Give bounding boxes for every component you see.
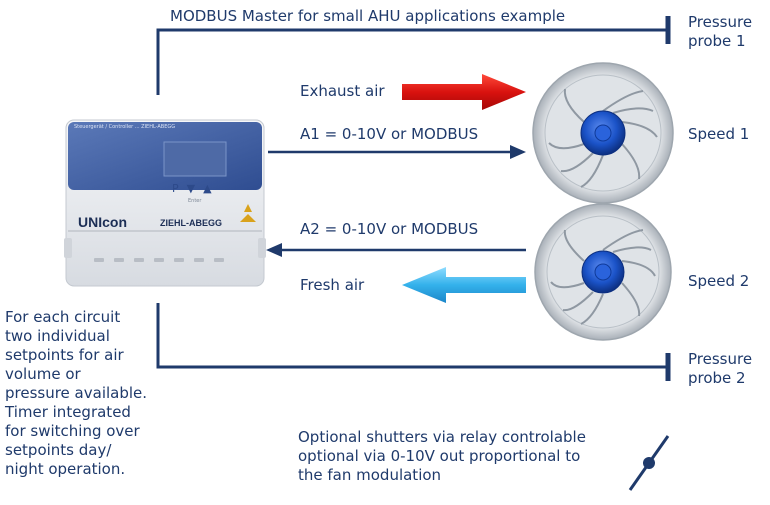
pressure-probe-1-label: Pressure probe 1 [688,13,752,51]
a1-label: A1 = 0-10V or MODBUS [300,125,479,143]
probe-2-line-2: probe 2 [688,369,746,387]
exhaust-air-arrow [402,74,526,110]
description-line: setpoints for air [5,346,124,364]
description-line: setpoints day/ [5,441,112,459]
exhaust-air-label: Exhaust air [300,82,385,100]
fan-1 [532,62,674,204]
speed-1-label: Speed 1 [688,125,750,143]
probe-1-line-2: probe 1 [688,32,746,50]
description-line: Timer integrated [5,403,131,421]
top-probe-line [156,28,668,95]
shutters-note: Optional shutters via relay controlable … [298,428,586,485]
key-up[interactable]: ▲ [203,182,220,195]
probe-2-line-1: Pressure [688,350,753,368]
probe-1-line-1: Pressure [688,13,753,31]
key-p[interactable]: P [172,182,187,195]
shutters-line-2: optional via 0-10V out proportional to [298,447,581,465]
shutters-line-1: Optional shutters via relay controlable [298,428,586,446]
description-line: pressure available. [5,384,148,402]
keypad-sub-label: Enter [188,198,202,204]
diagram-title: MODBUS Master for small AHU applications… [170,7,566,25]
description-line: volume or [5,365,81,383]
speed-2-label: Speed 2 [688,272,750,290]
fan-2 [534,203,672,341]
device-brand-ziehl: ZIEHL-ABEGG [160,218,222,228]
a2-label: A2 = 0-10V or MODBUS [300,220,479,238]
a2-arrowhead [266,243,282,257]
fresh-air-arrow [402,267,526,303]
description-line: two individual [5,327,110,345]
fresh-air-label: Fresh air [300,276,365,294]
description-line: for switching over [5,422,140,440]
description-line: night operation. [5,460,126,478]
description-line: For each circuit [5,308,121,326]
device-keypad: P▼▲ [172,182,220,195]
device-brand-unicon: UNIcon [78,214,127,230]
key-down[interactable]: ▼ [186,182,204,195]
device-header-text: Steuergerät / Controller ... ZIEHL-ABEGG [74,124,176,130]
unicon-controller: Steuergerät / Controller ... ZIEHL-ABEGG… [64,118,266,288]
bottom-probe-line [156,303,668,369]
shutters-line-3: the fan modulation [298,466,442,484]
a1-arrowhead [510,145,526,159]
shutter-symbol-pivot [643,457,655,469]
pressure-probe-2-label: Pressure probe 2 [688,350,752,388]
setpoint-description: For each circuit two individual setpoint… [5,308,147,479]
